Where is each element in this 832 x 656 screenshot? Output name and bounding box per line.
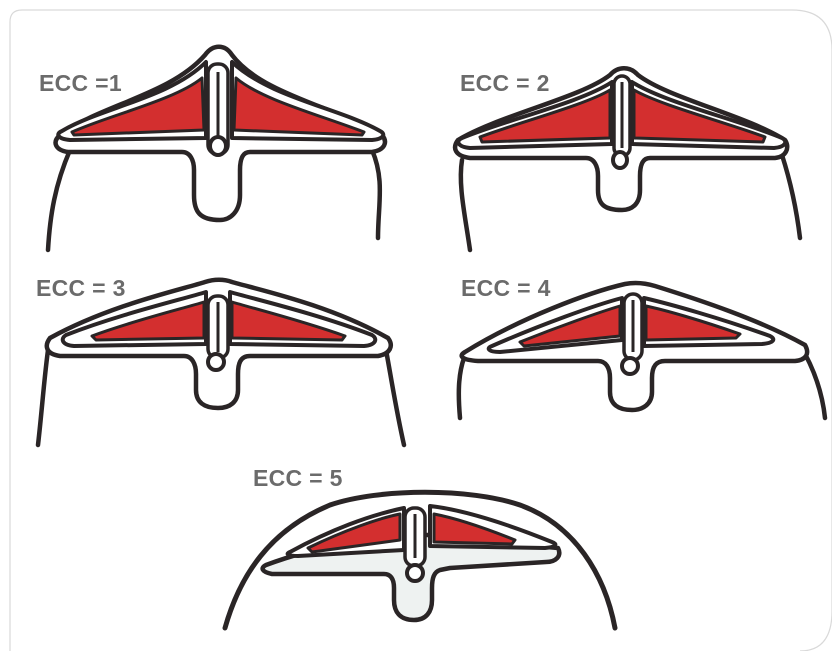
label-ecc-3: ECC = 3	[36, 275, 126, 302]
cross-section-ecc-5	[225, 492, 615, 628]
muscle-ecc-2-left	[480, 90, 610, 142]
cross-section-ecc-4	[459, 283, 825, 418]
label-ecc-2: ECC = 2	[460, 70, 550, 97]
label-ecc-4: ECC = 4	[461, 275, 551, 302]
label-ecc-1: ECC =1	[39, 70, 122, 97]
label-ecc-5: ECC = 5	[253, 465, 343, 492]
cross-section-ecc-3	[38, 280, 404, 445]
muscle-ecc-2-right	[634, 90, 765, 142]
